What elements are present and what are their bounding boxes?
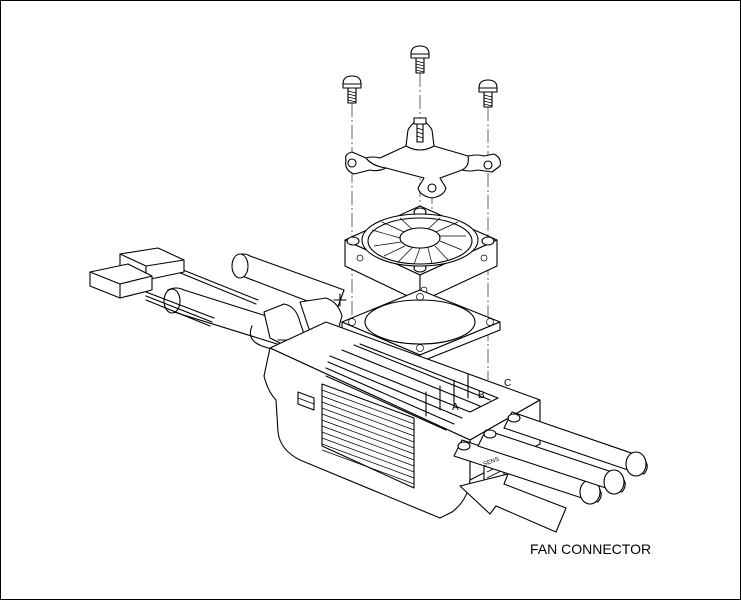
- fan-cross-bracket: [345, 117, 501, 199]
- fan-connector-label: FAN CONNECTOR: [530, 541, 651, 557]
- motor-output-wires: [453, 411, 648, 505]
- cooling-fan: [344, 205, 498, 303]
- phase-label-b: B: [478, 390, 485, 401]
- screw-left: [342, 75, 362, 104]
- screw-center: [410, 45, 430, 74]
- fan-connector-arrow: [459, 473, 567, 533]
- phase-labels: A B C SENS: [452, 378, 511, 468]
- port-label: SENS: [483, 457, 500, 468]
- screw-right: [478, 79, 498, 108]
- phase-label-c: C: [504, 378, 511, 389]
- power-input-wires: [89, 247, 347, 351]
- phase-label-a: A: [452, 402, 459, 413]
